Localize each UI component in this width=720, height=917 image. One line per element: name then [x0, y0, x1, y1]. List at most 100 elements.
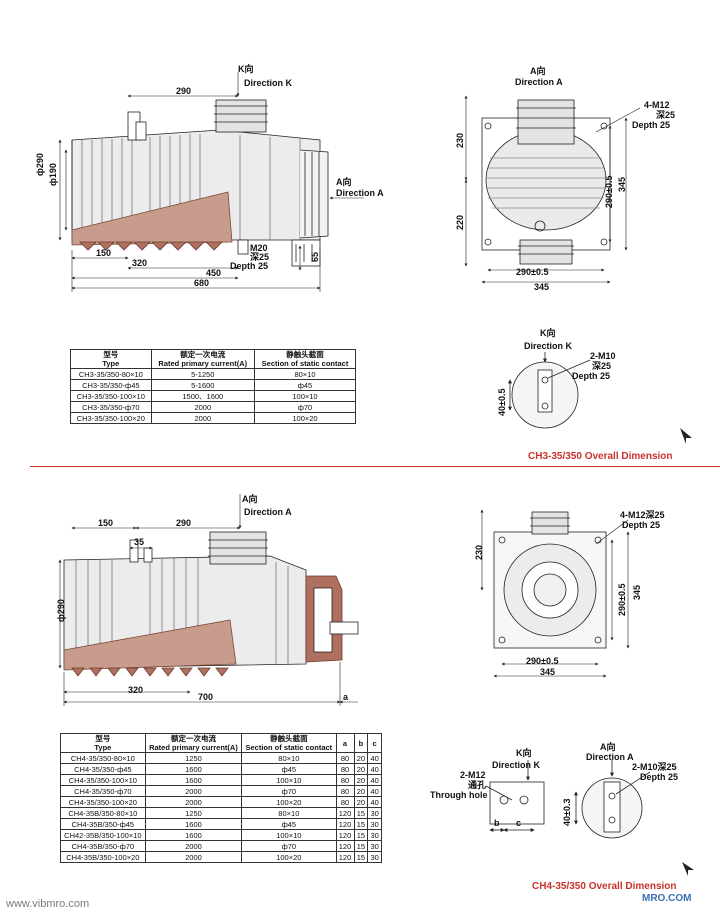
- top-direction-a-cn: A向: [336, 177, 352, 187]
- bottom-direction-a-small-view: [574, 760, 651, 839]
- top-side-view-label-en: Direction K: [244, 78, 293, 88]
- top-dim-290-bottom: 290±0.5: [516, 267, 549, 277]
- top-dim-phi290: ф290: [35, 153, 45, 176]
- top-dim-220: 220: [455, 214, 465, 230]
- top-dim-150: 150: [96, 248, 112, 258]
- bottom-bolt-spec: 4-M12深25: [620, 510, 665, 520]
- bottom-side-view-label-cn: A向: [242, 494, 258, 504]
- bottom-a-small-dim-40: 40±0.3: [562, 798, 572, 826]
- bottom-dim-345-right: 345: [632, 584, 642, 600]
- table-header: c: [367, 733, 382, 753]
- watermark-logo: MRO.COM: [642, 893, 692, 904]
- bottom-direction-k-view-en: Direction K: [492, 760, 541, 770]
- arrow-mark-top: [680, 428, 692, 444]
- bottom-caption: CH4-35/350 Overall Dimension: [532, 881, 677, 892]
- bottom-dim-phi290: ф290: [56, 599, 66, 622]
- bottom-direction-a-dimensions: [480, 509, 630, 678]
- section-divider: [30, 466, 720, 467]
- top-k-bolt-depth-cn: 深25: [592, 361, 612, 371]
- top-dim-345-right: 345: [617, 176, 627, 192]
- top-k-bolt-depth-en: Depth 25: [572, 371, 611, 381]
- top-dim-450: 450: [206, 268, 222, 278]
- bottom-dim-290: 290: [176, 518, 192, 528]
- bottom-direction-a-small-cn: A向: [600, 742, 616, 752]
- bottom-direction-a-small-en: Direction A: [586, 752, 634, 762]
- top-bolt-spec: 4-M12: [644, 100, 670, 110]
- bottom-k-hole-cn: 通孔: [468, 780, 487, 790]
- top-bolt-depth-cn: 深25: [656, 110, 676, 120]
- bottom-dim-290-bottom: 290±0.5: [526, 656, 559, 666]
- bottom-direction-k-view-cn: K向: [516, 748, 532, 758]
- bottom-side-dimensions: [58, 494, 358, 706]
- top-side-view-label-cn: K向: [238, 64, 254, 74]
- bottom-direction-k-view: [485, 760, 545, 832]
- top-bolt-depth-en: Depth 25: [632, 120, 671, 130]
- top-dim-230: 230: [455, 132, 465, 148]
- top-direction-a-view-cn: A向: [530, 66, 546, 76]
- bottom-k-dim-b: b: [494, 818, 500, 828]
- top-dim-65: 65: [310, 251, 320, 262]
- top-direction-k-view-en: Direction K: [524, 341, 573, 351]
- bottom-k-hole-en: Through hole: [430, 790, 488, 800]
- bottom-dim-150: 150: [98, 518, 114, 528]
- bottom-a-small-bolt-spec: 2-M10深25: [632, 762, 677, 772]
- top-direction-a-dimensions: [464, 95, 641, 284]
- table-header: b: [353, 733, 369, 753]
- bottom-bolt-depth-en: Depth 25: [622, 520, 661, 530]
- top-k-dim-40: 40±0.5: [497, 388, 507, 416]
- bottom-dim-320: 320: [128, 685, 144, 695]
- bottom-dim-700: 700: [198, 692, 214, 702]
- top-dim-680: 680: [194, 278, 210, 288]
- bottom-side-view: [63, 531, 359, 677]
- bottom-dim-230: 230: [474, 544, 484, 560]
- bottom-direction-a-view: [493, 511, 607, 649]
- bottom-dim-290-right: 290±0.5: [617, 583, 627, 616]
- top-direction-a-view: [481, 99, 611, 265]
- top-thread-m20-cn: 深25: [250, 252, 270, 262]
- top-direction-k-view: [508, 352, 591, 429]
- top-dim-345-bottom: 345: [534, 282, 550, 292]
- top-thread-m20: M20: [250, 243, 268, 253]
- top-dim-320: 320: [132, 258, 148, 268]
- top-side-view: [71, 99, 329, 267]
- top-caption: CH3-35/350 Overall Dimension: [528, 451, 673, 462]
- top-dim-phi190: ф190: [48, 163, 58, 186]
- watermark-url: www.vibmro.com: [6, 898, 90, 910]
- bottom-k-bolt-spec: 2-M12: [460, 770, 486, 780]
- top-dim-290: 290: [176, 86, 192, 96]
- arrow-mark-bottom: [682, 862, 694, 876]
- bottom-a-small-bolt-depth: Depth 25: [640, 772, 679, 782]
- top-dim-290-right: 290±0.5: [604, 175, 614, 208]
- bottom-dim-35: 35: [134, 537, 145, 547]
- bottom-k-dim-c: c: [516, 818, 522, 828]
- bottom-side-view-label-en: Direction A: [244, 507, 292, 517]
- top-side-dimensions: [58, 72, 364, 292]
- top-thread-m20-en: Depth 25: [230, 261, 269, 271]
- bottom-dim-345-bottom: 345: [540, 667, 556, 677]
- table-header: a: [335, 733, 355, 753]
- top-direction-a-en: Direction A: [336, 188, 384, 198]
